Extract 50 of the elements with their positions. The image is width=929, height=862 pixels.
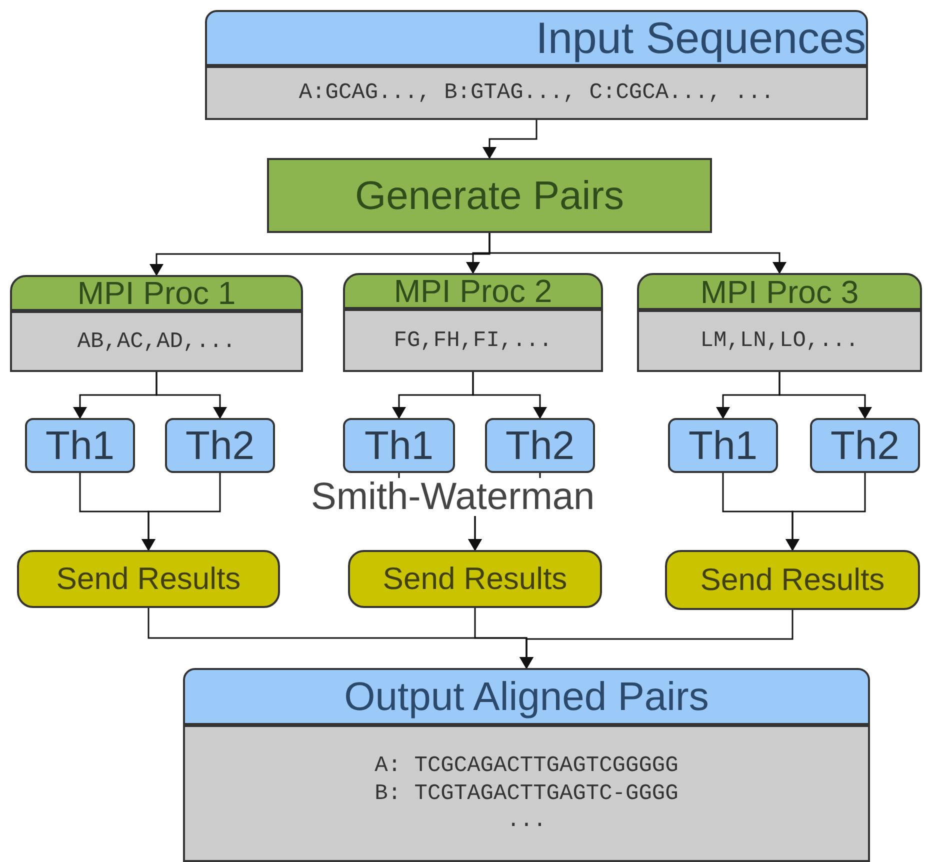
node-text: Input Sequences: [536, 12, 866, 64]
thread-box: [810, 418, 920, 473]
node-text: Th2: [830, 422, 900, 470]
node-text: ...: [506, 807, 546, 835]
header-box: [183, 668, 870, 725]
header-box: [205, 10, 868, 66]
arrow: [520, 610, 794, 669]
data-box: [343, 309, 603, 372]
node-text: Th2: [186, 422, 254, 470]
process-header: [343, 273, 603, 309]
node-text: LM,LN,LO,...: [700, 327, 859, 355]
thread-box: [668, 418, 778, 473]
thread-box: [485, 418, 595, 473]
node-text: Send Results: [382, 560, 568, 598]
node-text: B: TCGTAGACTTGAGTC-GGGG: [374, 780, 678, 808]
data-box: [10, 311, 303, 372]
data-box: [205, 66, 868, 120]
node-text: Output Aligned Pairs: [344, 674, 709, 720]
process-box: [17, 550, 280, 608]
arrow: [472, 372, 547, 419]
node-text: Th1: [364, 422, 434, 470]
thread-box: [343, 418, 455, 473]
node-text: Th1: [46, 422, 114, 470]
node-text: MPI Proc 3: [700, 272, 859, 312]
arrow: [482, 120, 538, 159]
arrow: [142, 473, 221, 551]
arrow: [786, 473, 866, 551]
arrow: [488, 233, 786, 274]
process-box: [348, 550, 602, 608]
node-text: Generate Pairs: [354, 172, 624, 220]
data-box: [183, 725, 870, 862]
process-header: [10, 275, 303, 311]
node-text: Send Results: [700, 560, 885, 599]
arrow: [778, 372, 872, 419]
node-text: Send Results: [56, 560, 241, 598]
node-text: FG,FH,FI,...: [394, 326, 552, 354]
thread-box: [165, 418, 275, 473]
node-text: A:GCAG..., B:GTAG..., C:CGCA..., ...: [298, 79, 774, 107]
process-header: [637, 273, 922, 310]
node-text: Th2: [506, 422, 574, 470]
data-box: [637, 310, 922, 372]
process-box: [267, 158, 712, 233]
node-text: AB,AC,AD,...: [77, 328, 236, 356]
node-text: A: TCGCAGACTTGAGTCGGGGG: [374, 752, 678, 780]
thread-box: [25, 418, 135, 473]
process-box: [665, 550, 920, 610]
arrow: [156, 372, 227, 419]
node-text: MPI Proc 1: [77, 274, 236, 313]
node-text: MPI Proc 2: [394, 272, 552, 311]
node-text: Th1: [688, 422, 758, 470]
